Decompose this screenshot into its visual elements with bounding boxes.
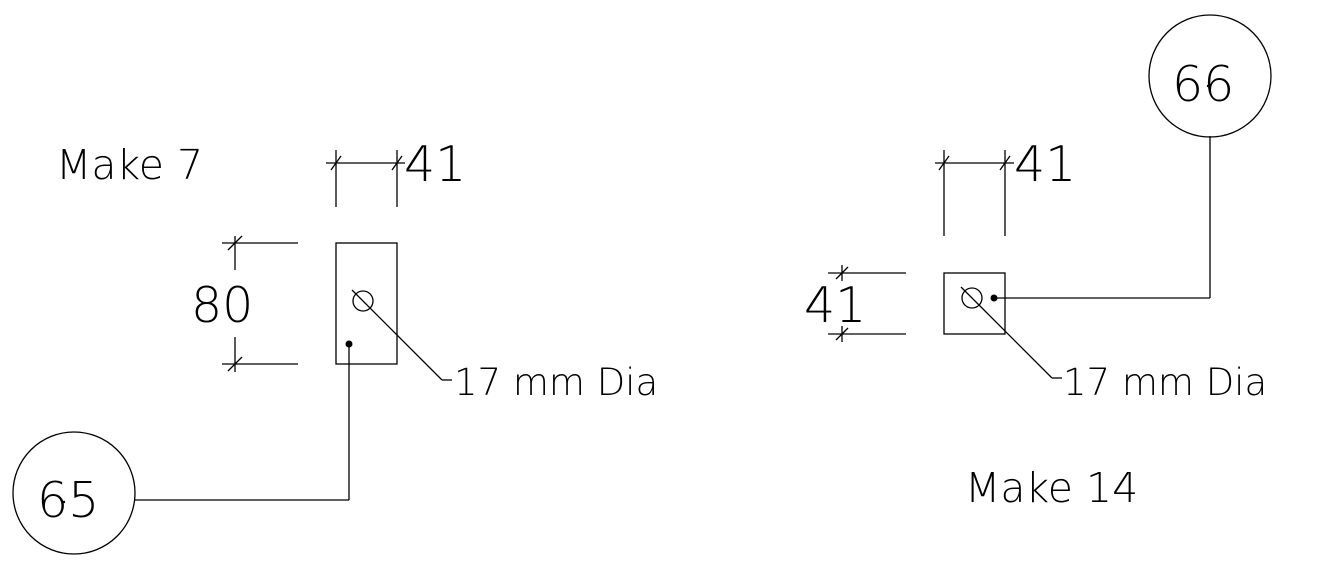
left-height-dim-value: 80	[191, 277, 253, 334]
left-make-label: Make 7	[56, 141, 203, 189]
right-height-dim-value: 41	[804, 277, 866, 334]
left-balloon-number: 65	[37, 472, 99, 529]
left-balloon-circle	[12, 431, 136, 555]
left-height-tick-bottom	[227, 356, 243, 372]
right-make-label: Make 14	[965, 464, 1138, 512]
right-width-dim-value: 41	[1014, 136, 1076, 193]
right-balloon-center-dot	[1206, 84, 1210, 88]
left-hole-circle	[352, 290, 374, 312]
left-width-tick-right	[391, 155, 403, 171]
right-hole-leader	[960, 286, 1053, 379]
right-balloon-number: 66	[1172, 56, 1234, 113]
right-height-tick-bottom	[835, 327, 849, 341]
right-balloon-circle	[1148, 14, 1272, 138]
right-hole-label: 17 mm Dia	[1063, 361, 1267, 404]
right-width-tick-right	[999, 155, 1011, 171]
left-hole-label: 17 mm Dia	[454, 361, 658, 404]
right-width-tick-left	[938, 155, 950, 171]
left-plate-outline	[335, 242, 398, 365]
right-height-tick-top	[835, 266, 849, 280]
left-part-drawing: Make 7 41 80 17 mm Dia 65	[12, 136, 658, 555]
right-hole-circle	[961, 287, 983, 309]
left-height-tick-top	[227, 235, 243, 251]
left-width-dim-value: 41	[404, 136, 466, 193]
left-hole-leader	[351, 289, 443, 381]
left-width-tick-left	[330, 155, 342, 171]
right-plate-outline	[943, 272, 1006, 335]
left-balloon-center-dot	[62, 500, 66, 504]
right-part-drawing: 41 41 17 mm Dia Make 14 66	[804, 14, 1272, 512]
